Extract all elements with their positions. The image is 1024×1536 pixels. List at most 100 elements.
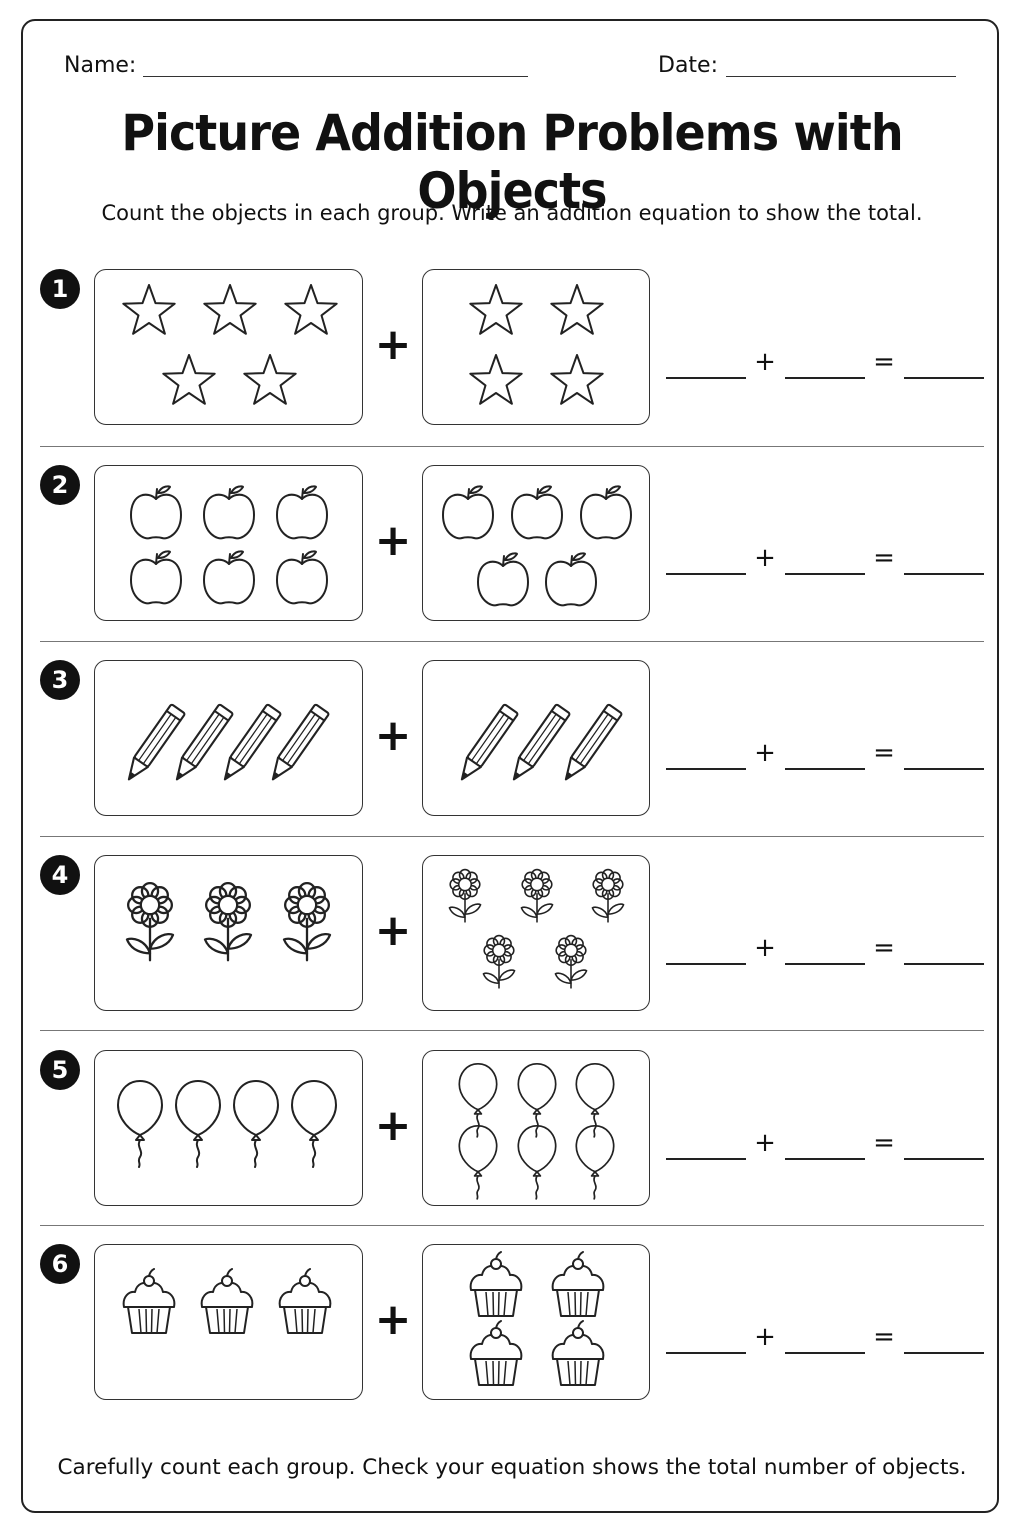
equation-plus: +: [754, 933, 776, 963]
answer-blank-first-addend[interactable]: [666, 1158, 746, 1160]
answer-blank-total[interactable]: [904, 1158, 984, 1160]
name-field[interactable]: [143, 76, 528, 77]
answer-blank-second-addend[interactable]: [785, 768, 865, 770]
equation-equals: =: [873, 347, 895, 377]
equation-equals: =: [873, 1322, 895, 1352]
left-object-group: [94, 465, 363, 621]
left-object-group: [94, 1050, 363, 1206]
answer-blank-first-addend[interactable]: [666, 1352, 746, 1354]
balloon-icon: [517, 1062, 557, 1138]
left-group-drawing: [122, 1268, 332, 1334]
apple-icon: [203, 485, 255, 540]
answer-blank-second-addend[interactable]: [785, 573, 865, 575]
answer-blank-second-addend[interactable]: [785, 1158, 865, 1160]
problem-row: 3: [0, 660, 1024, 855]
answer-blank-second-addend[interactable]: [785, 963, 865, 965]
balloon-icon: [233, 1080, 279, 1168]
apple-icon: [545, 552, 597, 607]
balloon-icon: [458, 1062, 498, 1138]
instructions: Count the objects in each group. Write a…: [101, 201, 923, 225]
left-group-drawing: [122, 284, 338, 405]
footer-note: Carefully count each group. Check your e…: [57, 1455, 967, 1480]
balloon-icon: [291, 1080, 337, 1168]
answer-blank-first-addend[interactable]: [666, 768, 746, 770]
problem-number: 5: [40, 1050, 80, 1090]
worksheet-border: [21, 19, 999, 1513]
answer-blank-first-addend[interactable]: [666, 963, 746, 965]
flower-icon: [448, 868, 482, 923]
pencil-icon: [175, 703, 234, 781]
answer-blank-second-addend[interactable]: [785, 377, 865, 379]
left-object-group: [94, 855, 363, 1011]
plus-sign: +: [374, 1294, 412, 1345]
answer-blank-total[interactable]: [904, 1352, 984, 1354]
answer-blank-total[interactable]: [904, 573, 984, 575]
answer-blank-total[interactable]: [904, 963, 984, 965]
answer-blank-total[interactable]: [904, 377, 984, 379]
apple-icon: [276, 550, 328, 605]
pencil-icon: [271, 703, 330, 781]
row-divider: [40, 641, 984, 642]
apple-icon: [580, 485, 632, 540]
problem-row: 6 +: [0, 1244, 1024, 1439]
cupcake-icon: [469, 1251, 523, 1317]
right-object-group: [422, 855, 650, 1011]
apple-icon: [203, 550, 255, 605]
cupcake-icon: [469, 1320, 523, 1386]
flower-icon: [520, 868, 554, 923]
right-group-drawing: [448, 868, 625, 989]
row-divider: [40, 1030, 984, 1031]
equation-equals: =: [873, 738, 895, 768]
left-group-drawing: [130, 485, 328, 605]
right-group-drawing: [458, 1062, 615, 1200]
problem-row: 4 +: [0, 855, 1024, 1050]
equation-plus: +: [754, 543, 776, 573]
apple-icon: [276, 485, 328, 540]
pencil-icon: [127, 703, 186, 781]
row-divider: [40, 446, 984, 447]
equation-equals: =: [873, 543, 895, 573]
cupcake-icon: [551, 1320, 605, 1386]
star-icon: [550, 284, 604, 335]
pencil-icon: [223, 703, 282, 781]
balloon-icon: [175, 1080, 221, 1168]
left-group-drawing: [127, 703, 330, 781]
apple-icon: [130, 485, 182, 540]
balloon-icon: [517, 1124, 557, 1200]
row-divider: [40, 836, 984, 837]
answer-blank-total[interactable]: [904, 768, 984, 770]
flower-icon: [482, 934, 516, 989]
star-icon: [162, 354, 216, 405]
page-title: Picture Addition Problems with Objects: [121, 104, 903, 220]
flower-icon: [282, 882, 332, 962]
star-icon: [243, 354, 297, 405]
answer-blank-second-addend[interactable]: [785, 1352, 865, 1354]
flower-icon: [591, 868, 625, 923]
date-label: Date:: [658, 53, 718, 78]
answer-blank-first-addend[interactable]: [666, 573, 746, 575]
star-icon: [550, 354, 604, 405]
plus-sign: +: [374, 1100, 412, 1151]
balloon-icon: [117, 1080, 163, 1168]
left-object-group: [94, 269, 363, 425]
left-object-group: [94, 660, 363, 816]
answer-blank-first-addend[interactable]: [666, 377, 746, 379]
star-icon: [469, 284, 523, 335]
flower-icon: [203, 882, 253, 962]
star-icon: [284, 284, 338, 335]
plus-sign: +: [374, 515, 412, 566]
pencil-icon: [564, 703, 623, 781]
star-icon: [122, 284, 176, 335]
equation-equals: =: [873, 933, 895, 963]
right-group-drawing: [460, 703, 623, 781]
date-field[interactable]: [726, 76, 956, 77]
apple-icon: [511, 485, 563, 540]
right-object-group: [422, 660, 650, 816]
pencil-icon: [512, 703, 571, 781]
equation-plus: +: [754, 347, 776, 377]
right-object-group: [422, 1244, 650, 1400]
flower-icon: [554, 934, 588, 989]
problem-number: 3: [40, 660, 80, 700]
pencil-icon: [460, 703, 519, 781]
problem-row: 5 + +: [0, 1050, 1024, 1245]
